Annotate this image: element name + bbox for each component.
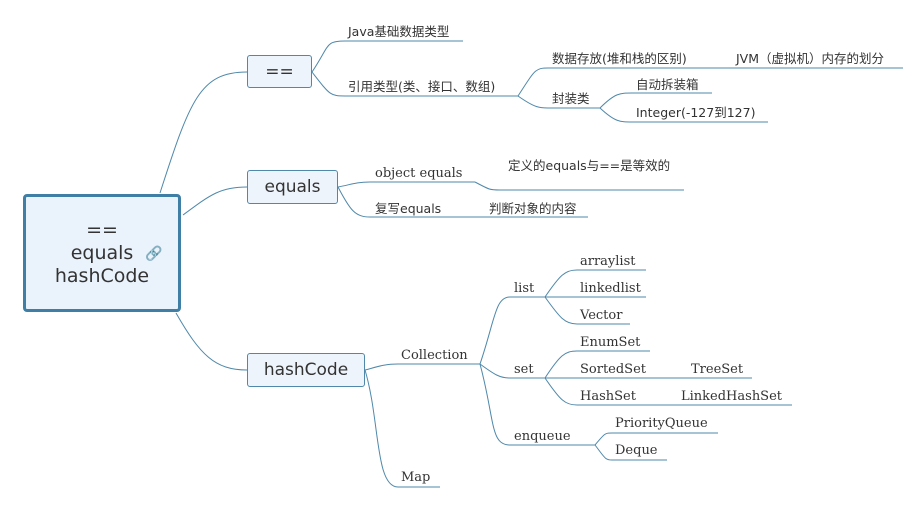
node-reference-types[interactable]: 引用类型(类、接口、数组)	[348, 79, 496, 94]
node-sortedset[interactable]: SortedSet	[580, 362, 647, 377]
node-map[interactable]: Map	[401, 470, 431, 485]
node-storage[interactable]: 数据存放(堆和栈的区别)	[552, 51, 687, 66]
node-object-equals[interactable]: object equals	[375, 166, 463, 181]
node-jvm-memory[interactable]: JVM（虚拟机）内存的划分	[736, 51, 885, 66]
root-node[interactable]: == equals hashCode	[23, 194, 181, 312]
node-collection[interactable]: Collection	[401, 348, 468, 363]
node-override-equals[interactable]: 复写equals	[375, 201, 442, 216]
link-icon[interactable]: 🔗	[145, 246, 163, 262]
node-java-basic-types[interactable]: Java基础数据类型	[348, 24, 450, 39]
node-priorityqueue[interactable]: PriorityQueue	[615, 416, 708, 431]
node-integer-cache[interactable]: Integer(-127到127)	[636, 105, 756, 120]
node-vector[interactable]: Vector	[580, 308, 623, 323]
node-arraylist[interactable]: arraylist	[580, 254, 636, 269]
node-treeset[interactable]: TreeSet	[691, 362, 744, 377]
node-override-desc[interactable]: 判断对象的内容	[489, 201, 577, 216]
node-autoboxing[interactable]: 自动拆装箱	[636, 77, 699, 92]
node-eq[interactable]: ==	[247, 55, 312, 88]
node-enumset[interactable]: EnumSet	[580, 335, 641, 350]
node-linkedlist[interactable]: linkedlist	[580, 281, 641, 296]
node-equals[interactable]: equals	[247, 170, 338, 204]
root-line-3: hashCode	[54, 264, 150, 287]
node-object-equals-desc[interactable]: 定义的equals与==是等效的	[508, 158, 671, 173]
node-list[interactable]: list	[514, 281, 535, 296]
node-linkedhashset[interactable]: LinkedHashSet	[681, 389, 783, 404]
node-hashset[interactable]: HashSet	[580, 389, 636, 404]
node-hashcode[interactable]: hashCode	[247, 353, 365, 387]
node-enqueue[interactable]: enqueue	[514, 429, 571, 444]
node-set[interactable]: set	[514, 362, 534, 377]
root-line-2: equals	[70, 241, 134, 264]
node-deque[interactable]: Deque	[615, 443, 658, 458]
root-line-1: ==	[86, 218, 118, 241]
node-wrapper-class[interactable]: 封装类	[552, 91, 590, 106]
